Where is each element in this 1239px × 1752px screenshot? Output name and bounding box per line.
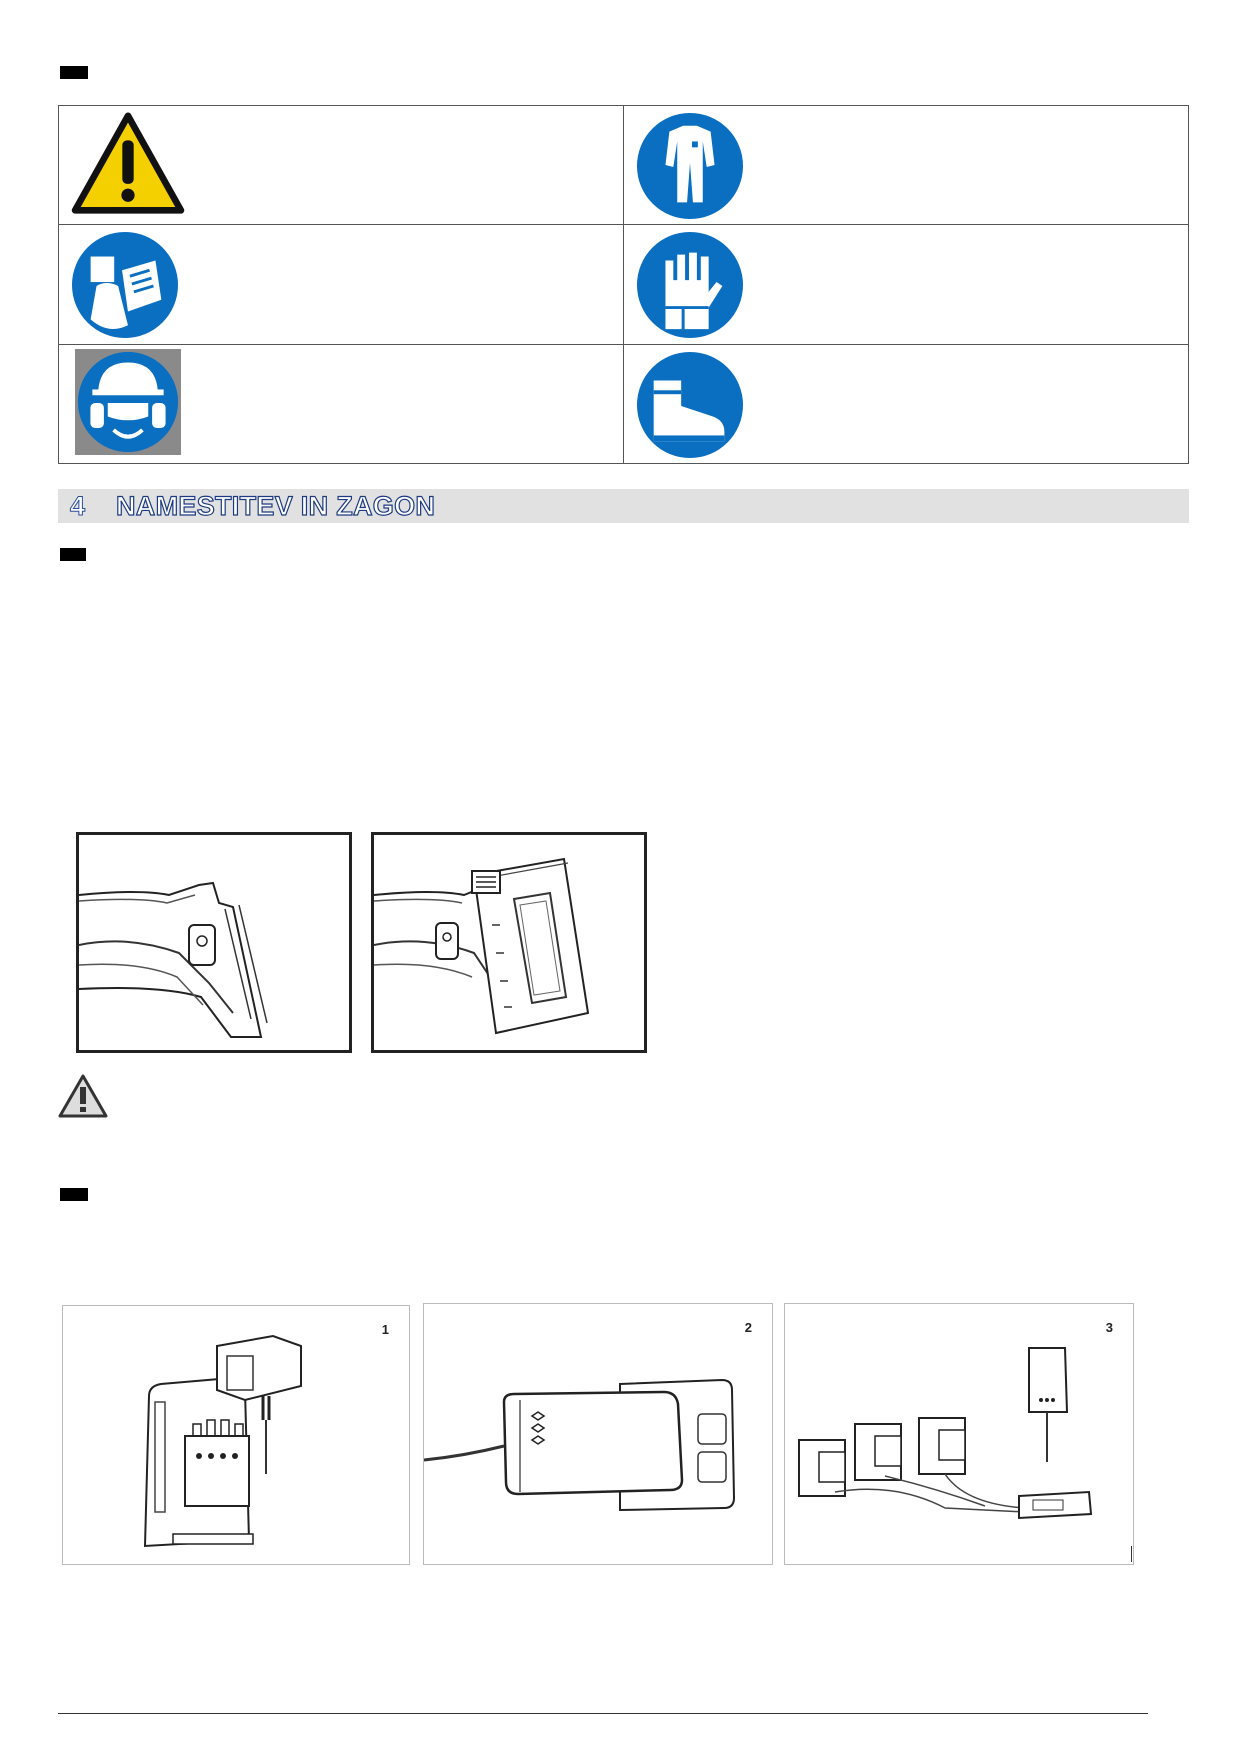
redacted-marker — [60, 548, 86, 561]
step-number: 3 — [1105, 1320, 1113, 1335]
section-number: 4 — [69, 491, 86, 522]
tool-handle-drawing — [79, 881, 268, 1038]
caution-triangle-icon — [58, 1074, 108, 1118]
step-number: 2 — [744, 1320, 752, 1335]
tool-with-battery-drawing — [374, 857, 590, 1035]
symbol-cell-warning — [58, 104, 624, 226]
head-eye-ear-protection-icon — [77, 351, 179, 452]
section-title: NAMESTITEV IN ZAGON — [115, 490, 436, 521]
figure-battery-inserted — [371, 832, 647, 1053]
charger-in-socket-drawing — [424, 1378, 736, 1512]
figure-battery-removed — [76, 832, 352, 1053]
protective-gloves-icon — [636, 232, 744, 339]
charger-step-1: 1 — [62, 1305, 410, 1565]
read-manual-icon — [71, 232, 179, 339]
charger-step-3: 3 — [784, 1303, 1134, 1565]
redacted-marker — [60, 1188, 88, 1201]
symbol-cell-boots — [623, 343, 1189, 465]
protective-clothing-icon — [636, 112, 744, 220]
section-heading: 4 NAMESTITEV IN ZAGON — [58, 489, 1189, 523]
symbol-cell-clothing — [623, 104, 1189, 226]
step-number: 1 — [381, 1322, 389, 1337]
redacted-marker — [60, 66, 88, 79]
symbol-cell-gloves — [623, 224, 1189, 345]
safety-symbols-table — [58, 104, 1189, 465]
battery-and-plug-drawing — [143, 1334, 302, 1548]
multiple-batteries-charging-drawing — [798, 1347, 1093, 1520]
footer-rule — [58, 1713, 1148, 1714]
safety-boots-icon — [636, 351, 744, 458]
symbol-cell-manual — [58, 224, 624, 345]
charger-step-2: 2 — [423, 1303, 773, 1565]
symbol-cell-head-protection — [58, 343, 624, 465]
warning-triangle-icon — [71, 112, 185, 214]
stray-mark — [1131, 1546, 1132, 1562]
